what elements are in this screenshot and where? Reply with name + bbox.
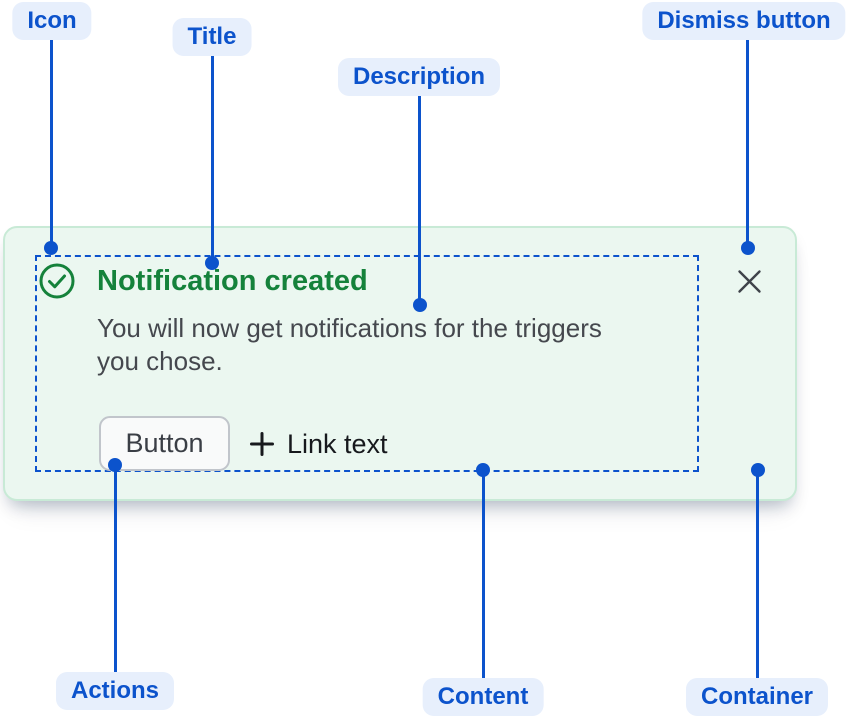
- flag-title: Notification created: [97, 265, 368, 297]
- check-circle-icon: [38, 262, 76, 300]
- icon-pointer-line: [50, 40, 53, 248]
- label-container: Container: [685, 678, 829, 716]
- label-dismiss-button: Dismiss button: [642, 2, 846, 40]
- plus-icon: [248, 430, 276, 458]
- label-icon: Icon: [12, 2, 92, 40]
- description-pointer-dot: [413, 298, 427, 312]
- flag-link-label: Link text: [287, 428, 388, 459]
- content-pointer-dot: [476, 463, 490, 477]
- flag-description: You will now get notifications for the t…: [97, 313, 602, 376]
- cross-icon: [736, 268, 763, 295]
- icon-pointer-dot: [44, 241, 58, 255]
- flag-container: Notification created You will now get no…: [3, 226, 797, 501]
- title-pointer-line: [211, 55, 214, 263]
- label-title: Title: [172, 18, 252, 56]
- flag-content-region: [35, 255, 699, 472]
- actions-pointer-dot: [108, 458, 122, 472]
- actions-pointer-line: [114, 465, 117, 674]
- title-pointer-dot: [205, 256, 219, 270]
- label-actions: Actions: [55, 672, 175, 710]
- flag-link[interactable]: Link text: [248, 424, 388, 464]
- label-description: Description: [337, 58, 501, 96]
- container-pointer-line: [756, 470, 759, 679]
- dismiss-pointer-line: [746, 40, 749, 248]
- label-content: Content: [422, 678, 544, 716]
- content-pointer-line: [482, 470, 485, 679]
- container-pointer-dot: [751, 463, 765, 477]
- description-pointer-line: [418, 96, 421, 305]
- dismiss-button[interactable]: [727, 261, 771, 301]
- dismiss-pointer-dot: [741, 241, 755, 255]
